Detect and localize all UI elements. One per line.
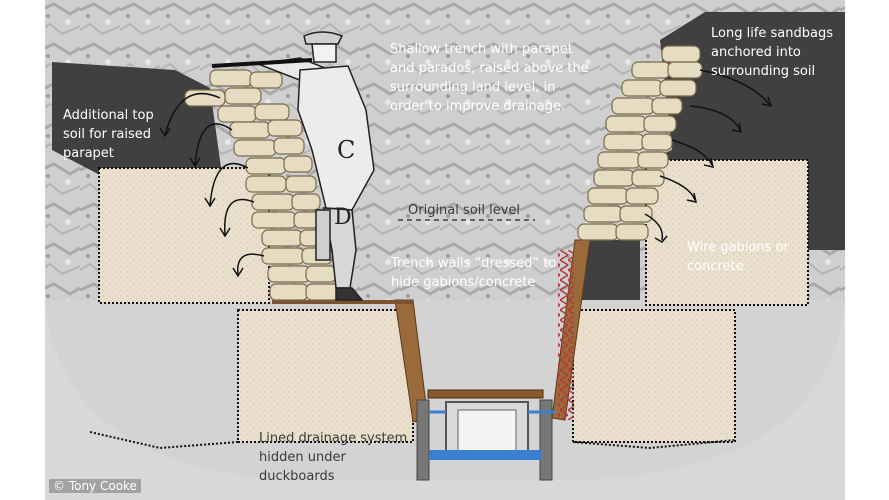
drain-inner xyxy=(457,409,517,453)
label-wire-gabions: Wire gabions or concrete xyxy=(687,240,789,274)
label-long-life-sandbags: Long life sandbags anchored into surroun… xyxy=(711,26,833,79)
label-additional-top-soil: Additional top soil for raised parapet xyxy=(63,108,154,161)
right-margin xyxy=(845,0,889,500)
image-credit: © Tony Cooke xyxy=(49,479,141,493)
drain-water xyxy=(429,450,541,460)
wire-mesh xyxy=(558,250,574,420)
label-original-soil-level: Original soil level xyxy=(408,203,520,218)
soldier-chest-letter: C xyxy=(337,136,355,164)
gabion-right-lower xyxy=(572,309,736,443)
label-shallow-trench: Shallow trench with parapet and parados,… xyxy=(390,42,589,114)
left-margin xyxy=(0,0,45,500)
right-sandbag-stack xyxy=(577,45,703,241)
trench-floor-profile xyxy=(89,431,736,450)
left-post xyxy=(416,399,430,481)
gabion-left-upper xyxy=(98,167,270,304)
label-lined-drainage: Lined drainage system hidden under duckb… xyxy=(259,431,408,484)
left-sandbag-stack xyxy=(184,69,341,301)
duckboard xyxy=(427,389,544,399)
gabion-right-upper xyxy=(645,159,809,306)
left-top-soil xyxy=(52,62,222,175)
soldier-figure xyxy=(211,31,375,301)
left-anchor-arrows xyxy=(159,92,265,278)
right-wall-shadow xyxy=(580,240,640,300)
label-trench-walls: Trench walls “dressed” to hide gabions/c… xyxy=(391,256,557,290)
right-anchor-arrows xyxy=(644,69,773,243)
right-post xyxy=(539,399,553,481)
gabion-left-lower xyxy=(237,309,414,443)
soldier-leg-letter: D xyxy=(334,205,352,230)
